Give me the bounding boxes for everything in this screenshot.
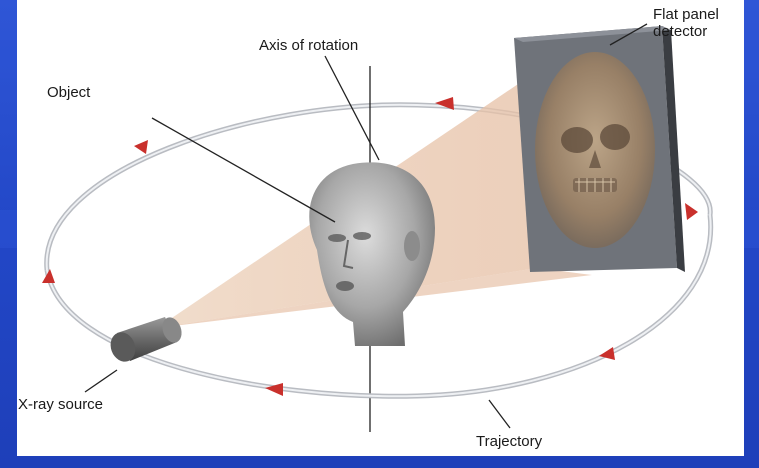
label-flat-panel-line2: detector (653, 23, 719, 40)
trajectory-leader-line (489, 400, 510, 428)
label-xray-source: X-ray source (18, 396, 103, 413)
direction-arrow-icon (685, 203, 698, 220)
label-flat-panel-line1: Flat panel (653, 6, 719, 23)
ct-scan-diagram (17, 0, 744, 456)
source-leader-line (85, 370, 117, 392)
label-axis-of-rotation: Axis of rotation (259, 37, 358, 54)
direction-arrow-icon (134, 140, 148, 154)
object-leader-line (152, 118, 335, 222)
label-flat-panel: Flat panel detector (653, 6, 719, 41)
flat-panel-detector (514, 26, 685, 272)
head-model-icon (309, 162, 435, 346)
diagram-panel: Object Axis of rotation Flat panel detec… (17, 0, 744, 456)
label-trajectory: Trajectory (476, 433, 542, 450)
label-object: Object (47, 84, 90, 101)
